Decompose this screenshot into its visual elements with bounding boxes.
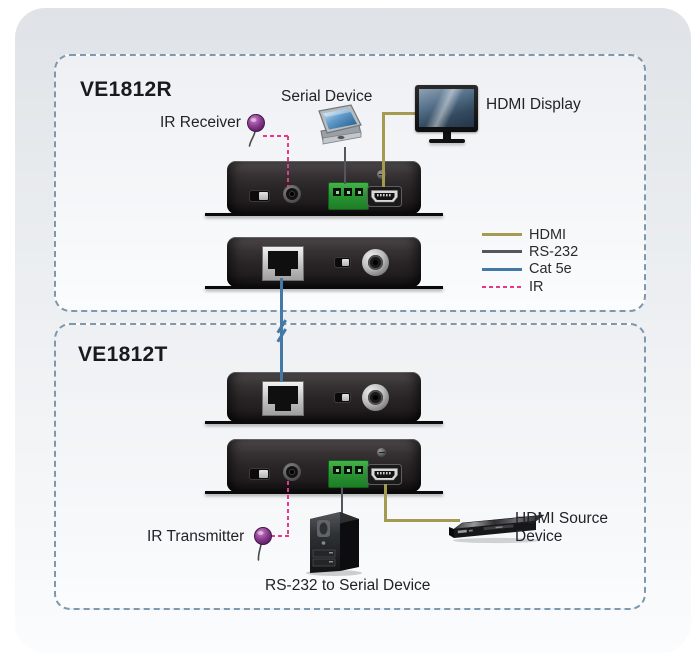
rs232-to-serial-device-label: RS-232 to Serial Device xyxy=(265,577,431,594)
mounting-bracket xyxy=(205,421,443,424)
serial-device-icon xyxy=(311,103,367,156)
legend-label-hdmi: HDMI xyxy=(529,226,567,243)
monitor-base xyxy=(428,139,465,143)
hdmi-display-label: HDMI Display xyxy=(486,96,581,113)
legend: HDMI RS-232 Cat 5e IR xyxy=(482,226,578,295)
rs232-computer-icon xyxy=(302,507,368,582)
rs232-terminal-block xyxy=(328,182,369,210)
ve1812r-rear-panel xyxy=(205,237,443,289)
ir-transmitter-label: IR Transmitter xyxy=(147,528,245,545)
hdmi-port xyxy=(367,186,402,207)
legend-row-cat5e: Cat 5e xyxy=(482,261,578,278)
ve1812r-front-panel xyxy=(205,161,443,216)
hdmi-display-icon xyxy=(415,85,478,143)
legend-row-rs232: RS-232 xyxy=(482,243,578,260)
legend-label-cat5e: Cat 5e xyxy=(529,261,572,278)
ve1812t-front-panel xyxy=(205,439,443,494)
rs232-cable-receiver xyxy=(344,147,346,184)
rj45-port xyxy=(262,246,304,281)
hdmi-source-line1: HDMI Source xyxy=(515,510,609,527)
monitor-screen xyxy=(419,89,474,127)
hdmi-port xyxy=(367,464,402,485)
mounting-bracket xyxy=(205,213,443,216)
legend-line-cat5e xyxy=(482,267,522,271)
mode-switch xyxy=(335,393,350,402)
cat5e-cable xyxy=(280,278,283,382)
mode-switch xyxy=(250,191,269,201)
ir-cable-receiver-vertical xyxy=(287,136,289,187)
ir-receiver-icon xyxy=(243,113,269,154)
mode-switch xyxy=(335,258,350,267)
legend-label-ir: IR xyxy=(529,278,544,295)
hdmi-source-icon xyxy=(448,506,548,551)
ve1812t-rear-panel xyxy=(205,372,443,424)
ir-receiver-label: IR Receiver xyxy=(160,114,241,131)
rj45-port xyxy=(262,381,304,416)
legend-row-ir: IR xyxy=(482,278,578,295)
ve1812r-title: VE1812R xyxy=(80,78,172,101)
legend-line-rs232 xyxy=(482,250,522,254)
rs232-cable-transmitter xyxy=(341,486,343,515)
ir-cable-receiver-horizontal xyxy=(263,135,289,137)
ve1812t-title: VE1812T xyxy=(78,343,168,366)
hdmi-cable-transmitter-horizontal xyxy=(384,519,460,522)
legend-line-ir xyxy=(482,285,522,288)
screw xyxy=(377,170,386,179)
monitor-bezel xyxy=(415,85,478,132)
hdmi-cable-receiver-horizontal xyxy=(382,112,418,115)
ir-cable-transmitter-vertical xyxy=(287,481,289,537)
power-jack xyxy=(362,249,389,276)
mounting-bracket xyxy=(205,286,443,289)
ir-cable-transmitter-horizontal xyxy=(271,535,289,537)
screw xyxy=(377,448,386,457)
ir-port xyxy=(283,185,301,203)
hdmi-source-device-label: HDMI Source Device xyxy=(515,510,608,545)
hdmi-cable-receiver-vertical xyxy=(382,112,385,187)
legend-row-hdmi: HDMI xyxy=(482,226,578,243)
rs232-terminal-block xyxy=(328,460,369,488)
monitor-stand xyxy=(442,132,451,139)
mounting-bracket xyxy=(205,491,443,494)
power-jack xyxy=(362,384,389,411)
serial-device-label: Serial Device xyxy=(281,88,373,105)
legend-line-hdmi xyxy=(482,233,522,237)
ir-transmitter-icon xyxy=(250,526,276,567)
hdmi-cable-transmitter-vertical xyxy=(384,484,387,522)
legend-label-rs232: RS-232 xyxy=(529,243,579,260)
ir-port xyxy=(283,463,301,481)
mode-switch xyxy=(250,469,269,479)
hdmi-source-line2: Device xyxy=(515,527,563,545)
